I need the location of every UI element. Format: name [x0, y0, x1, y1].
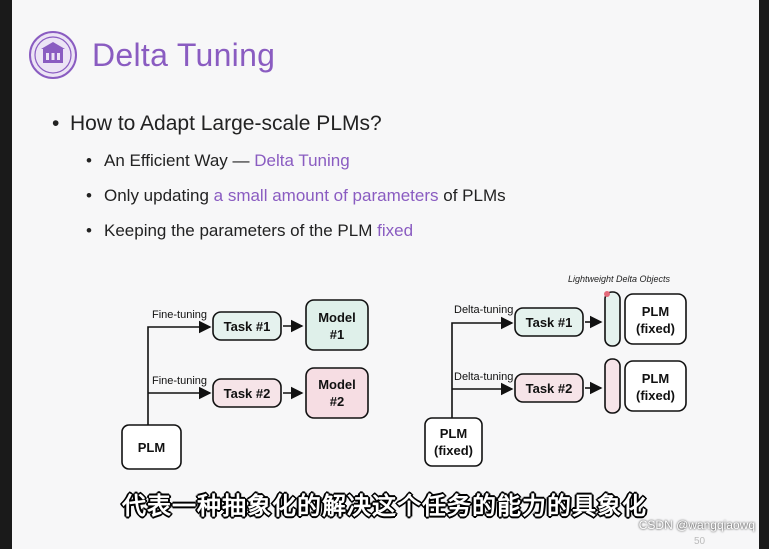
plm-fixed-1-line2: (fixed) — [636, 321, 675, 336]
university-logo-icon — [29, 31, 77, 79]
cursor-dot — [604, 291, 610, 297]
sub-bullet-2-highlight: a small amount of parameters — [213, 186, 439, 205]
plm-fixed-1-line1: PLM — [642, 304, 669, 319]
task1-box — [212, 311, 282, 341]
slide-title: Delta Tuning — [92, 36, 276, 73]
lightweight-delta-caption: Lightweight Delta Objects — [568, 274, 671, 284]
csdn-watermark: CSDN @wangqiaowq — [638, 518, 755, 532]
plm-fixed-2-line2: (fixed) — [636, 388, 675, 403]
delta-object-2 — [604, 358, 621, 414]
model2-box — [305, 367, 369, 419]
main-bullet-text: How to Adapt Large-scale PLMs? — [70, 112, 382, 135]
base-plm-line1: PLM — [440, 426, 467, 441]
video-subtitle: 代表一种抽象化的解决这个任务的能力的具象化 — [122, 492, 647, 520]
plm-fixed-box-1 — [624, 293, 687, 345]
model2-label-line2: #2 — [330, 394, 344, 409]
delta-task2-box — [514, 373, 584, 403]
delta-tuning-diagram-right: Lightweight Delta Objects Delta-tuning D… — [424, 274, 687, 467]
bullet-dot: • — [86, 221, 92, 240]
bullet-dot: • — [52, 112, 60, 135]
model2-label-line1: Model — [318, 377, 356, 392]
delta-tuning-edge-1 — [451, 316, 514, 418]
delta-object-1 — [604, 291, 621, 347]
delta-task2-label: Task #2 — [526, 381, 573, 396]
base-plm-line2: (fixed) — [434, 443, 473, 458]
delta-tuning-label-1: Delta-tuning — [454, 304, 513, 316]
right-letterbox — [759, 0, 769, 549]
page-number: 50 — [694, 536, 706, 547]
delta-task1-box — [514, 307, 584, 337]
delta-task1-label: Task #1 — [526, 315, 573, 330]
sub-bullet-2-text: Only updating — [104, 186, 214, 205]
fine-tuning-label-2: Fine-tuning — [152, 375, 207, 387]
sub-bullet-3: • Keeping the parameters of the PLM fixed — [86, 221, 413, 241]
left-letterbox — [0, 0, 12, 549]
task1-label: Task #1 — [224, 319, 271, 334]
delta-tuning-label-2: Delta-tuning — [454, 371, 513, 383]
sub-bullet-2-suffix: of PLMs — [438, 186, 506, 205]
model1-label-line2: #1 — [330, 327, 344, 342]
sub-bullet-1-text: An Efficient Way — — [104, 151, 255, 170]
plm-fixed-box-2 — [624, 360, 687, 412]
sub-bullet-1-highlight: Delta Tuning — [254, 151, 350, 170]
title-row: Delta Tuning — [28, 30, 275, 80]
fine-tuning-label-1: Fine-tuning — [152, 309, 207, 321]
sub-bullet-2: • Only updating a small amount of paramet… — [86, 186, 506, 206]
fine-tuning-diagram: Fine-tuning Fine-tuning Task #1 Task #2 … — [121, 299, 369, 470]
plm-fixed-2-line1: PLM — [642, 371, 669, 386]
sub-bullet-3-highlight: fixed — [377, 221, 414, 240]
plm-box — [121, 424, 182, 470]
bullet-dot: • — [86, 186, 92, 205]
plm-label: PLM — [138, 440, 165, 455]
main-bullet: • How to Adapt Large-scale PLMs? — [52, 112, 382, 136]
base-plm-fixed-box — [424, 417, 483, 467]
model1-box — [305, 299, 369, 351]
task2-label: Task #2 — [224, 386, 271, 401]
sub-bullet-3-text: Keeping the parameters of the PLM — [104, 221, 378, 240]
bullet-dot: • — [86, 151, 92, 170]
task2-box — [212, 378, 282, 408]
model1-label-line1: Model — [318, 310, 356, 325]
sub-bullet-1: • An Efficient Way — Delta Tuning — [86, 151, 350, 171]
